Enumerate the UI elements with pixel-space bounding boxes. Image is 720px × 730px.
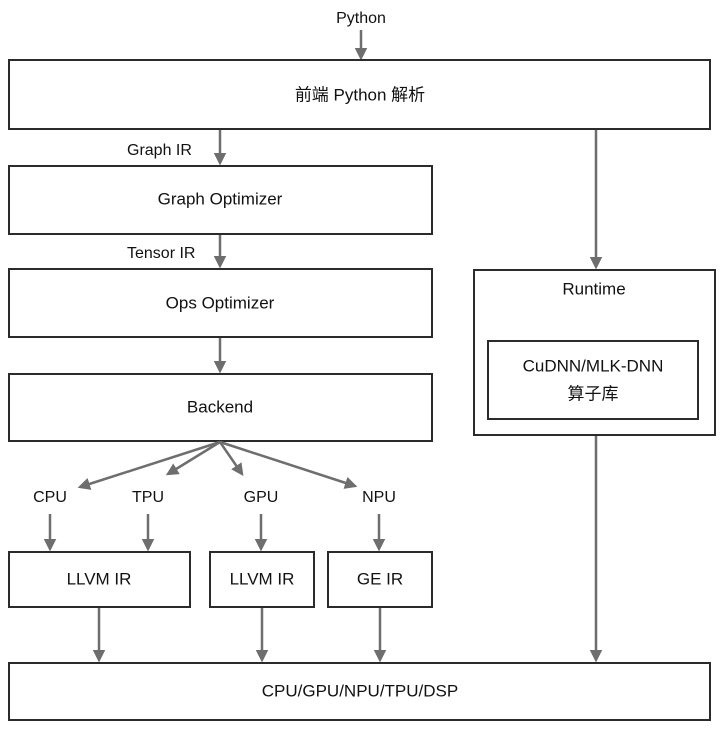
ge-ir-box	[327, 551, 433, 608]
graph-optimizer-box	[8, 165, 433, 235]
frontend-box	[8, 59, 711, 130]
ge-ir-label: GE IR	[357, 569, 403, 588]
backend-label: Backend	[187, 397, 253, 416]
tensor-ir-label: Tensor IR	[127, 245, 195, 262]
ops-optimizer-label: Ops Optimizer	[166, 293, 275, 312]
backend-to-npu-arrow	[219, 440, 358, 489]
cpu-label: CPU	[33, 489, 67, 506]
llvm-ir-label-2: LLVM IR	[230, 569, 295, 588]
operator-library-line2: 算子库	[568, 384, 619, 403]
graph-optimizer-label: Graph Optimizer	[158, 189, 283, 208]
backend-to-tpu-arrow	[165, 440, 221, 476]
operator-library-line1: CuDNN/MLK-DNN	[523, 356, 664, 375]
frontend-label: 前端 Python 解析	[295, 85, 425, 104]
llvm-ir-label-1: LLVM IR	[67, 569, 132, 588]
gpu-label: GPU	[244, 489, 279, 506]
llvm-ir-box-1	[8, 551, 191, 608]
tpu-label: TPU	[132, 489, 164, 506]
backend-to-gpu-arrow	[218, 441, 244, 477]
npu-label: NPU	[362, 489, 396, 506]
operator-library-box	[487, 340, 699, 420]
llvm-ir-box-2	[209, 551, 315, 608]
python-input-label: Python	[336, 10, 386, 27]
ops-optimizer-box	[8, 268, 433, 338]
hardware-box	[8, 662, 711, 721]
hardware-label: CPU/GPU/NPU/TPU/DSP	[262, 681, 458, 700]
backend-to-cpu-arrow	[77, 440, 221, 490]
backend-box	[8, 373, 433, 442]
runtime-label: Runtime	[562, 279, 625, 298]
graph-ir-label: Graph IR	[127, 142, 192, 159]
